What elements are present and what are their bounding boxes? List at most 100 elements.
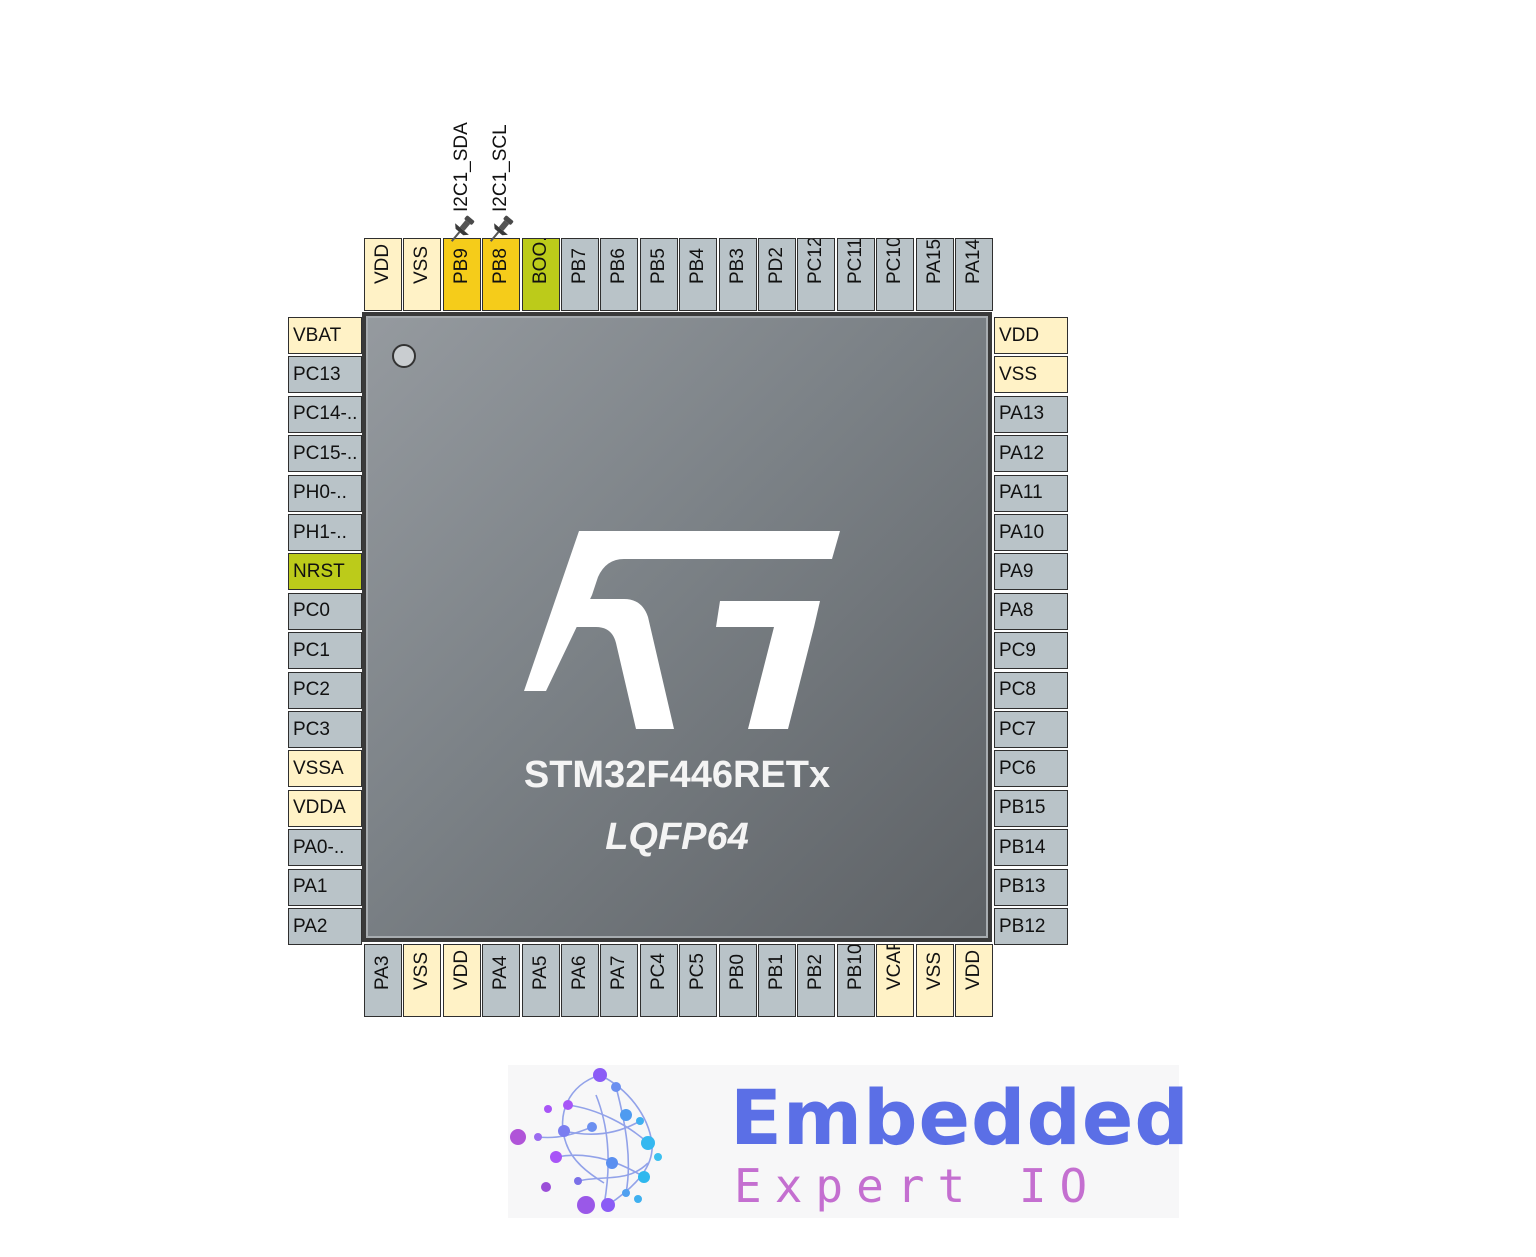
- network-brain-icon: [510, 1068, 662, 1214]
- pin-bottom-pb10[interactable]: PB10: [836, 944, 875, 1017]
- pin-right-vss[interactable]: VSS: [994, 356, 1068, 394]
- pin-bottom-pc5[interactable]: PC5: [679, 944, 718, 1017]
- pin-right-pb13[interactable]: PB13: [994, 868, 1068, 906]
- pin-left-pc15[interactable]: PC15-..: [288, 435, 362, 473]
- pin-bottom-pa6[interactable]: PA6: [561, 944, 599, 1017]
- pin-right-vdd[interactable]: VDD: [994, 317, 1068, 354]
- pin-label: PC4: [647, 953, 669, 990]
- pin-top-pb5[interactable]: PB5: [639, 238, 678, 311]
- pin-right-pa8[interactable]: PA8: [994, 592, 1068, 630]
- pin-bottom-vdd[interactable]: VDD: [442, 944, 481, 1017]
- pin-label: PC0: [293, 600, 330, 622]
- pin-left-ph1[interactable]: PH1-..: [288, 514, 362, 551]
- pin-left-nrst[interactable]: NRST: [288, 553, 362, 591]
- pin-right-pc8[interactable]: PC8: [994, 671, 1068, 709]
- pin-right-pc9[interactable]: PC9: [994, 632, 1068, 670]
- pin-left-vdda[interactable]: VDDA: [288, 789, 362, 827]
- pin-left-pa0[interactable]: PA0-..: [288, 829, 362, 867]
- pin-label: PA14: [963, 238, 984, 284]
- pin-bottom-pa7[interactable]: PA7: [600, 944, 639, 1017]
- pin-top-pa15[interactable]: PA15: [915, 238, 954, 311]
- pin-bottom-pb1[interactable]: PB1: [758, 944, 796, 1017]
- pin-label: BOO..: [529, 238, 551, 284]
- signal-label-i2c1-scl: I2C1_SCL: [490, 124, 512, 212]
- pin-label: PA11: [999, 482, 1043, 504]
- pin-bottom-pa4[interactable]: PA4: [482, 944, 521, 1017]
- pin-label: VBAT: [293, 324, 342, 346]
- pin-right-pb14[interactable]: PB14: [994, 829, 1068, 867]
- pin-right-pc7[interactable]: PC7: [994, 711, 1068, 748]
- pin-label: PB1: [766, 954, 787, 990]
- pin-label: PB15: [999, 797, 1046, 819]
- pin-left-pc0[interactable]: PC0: [288, 592, 362, 630]
- pin-bottom-pb0[interactable]: PB0: [718, 944, 757, 1017]
- pin-label: PB6: [608, 248, 630, 284]
- pin-left-vbat[interactable]: VBAT: [288, 317, 362, 354]
- pin-right-pa9[interactable]: PA9: [994, 553, 1068, 591]
- pin-right-pa12[interactable]: PA12: [994, 435, 1068, 473]
- pin-label: PB3: [726, 248, 748, 284]
- pin-left-pa1[interactable]: PA1: [288, 868, 362, 906]
- pin-right-pc6[interactable]: PC6: [994, 750, 1068, 788]
- pin-top-boo[interactable]: BOO..: [521, 238, 560, 311]
- pin-label: PC14-..: [293, 403, 358, 425]
- pin-right-pa13[interactable]: PA13: [994, 395, 1068, 433]
- pin-bottom-vdd[interactable]: VDD: [955, 944, 993, 1017]
- pin-label: PC15-..: [293, 442, 358, 464]
- pin-right-pb15[interactable]: PB15: [994, 789, 1068, 827]
- pin-top-pc11[interactable]: PC11: [836, 238, 875, 311]
- pin-left-pc3[interactable]: PC3: [288, 711, 362, 748]
- pin-label: PC5: [687, 953, 709, 990]
- pin-label: NRST: [293, 560, 345, 582]
- pin-left-pc14[interactable]: PC14-..: [288, 395, 362, 433]
- pin-label: PA4: [490, 955, 512, 990]
- signal-label-i2c1-sda: I2C1_SDA: [450, 122, 472, 212]
- pin-right-pb12[interactable]: PB12: [994, 908, 1068, 945]
- pin-left-pc13[interactable]: PC13: [288, 356, 362, 394]
- pin-top-pb7[interactable]: PB7: [561, 238, 599, 311]
- pin-label: VDD: [372, 243, 393, 284]
- pin-bottom-pa3[interactable]: PA3: [364, 944, 402, 1017]
- pin-bottom-vss[interactable]: VSS: [915, 944, 954, 1017]
- pin-label: PC8: [999, 679, 1036, 701]
- chip-part-number: STM32F446RETx: [523, 754, 831, 796]
- pin-right-pa11[interactable]: PA11: [994, 474, 1068, 512]
- pin-left-vssa[interactable]: VSSA: [288, 750, 362, 788]
- pin-top-pd2[interactable]: PD2: [758, 238, 796, 311]
- pin-bottom-vss[interactable]: VSS: [403, 944, 442, 1017]
- pin-bottom-pc4[interactable]: PC4: [639, 944, 678, 1017]
- pin-left-pa2[interactable]: PA2: [288, 908, 362, 945]
- pin-label: PA5: [529, 955, 551, 990]
- pin-top-pa14[interactable]: PA14: [955, 238, 993, 311]
- pin-label: PA2: [293, 915, 328, 937]
- pin-bottom-pb2[interactable]: PB2: [797, 944, 836, 1017]
- pushpin-icon[interactable]: [484, 212, 518, 246]
- pin-label: PA10: [999, 521, 1045, 543]
- pin-left-pc1[interactable]: PC1: [288, 632, 362, 670]
- pin-top-vss[interactable]: VSS: [403, 238, 442, 311]
- pin-left-ph0[interactable]: PH0-..: [288, 474, 362, 512]
- pin-top-pb6[interactable]: PB6: [600, 238, 639, 311]
- pin-top-pb9[interactable]: PB9: [442, 238, 481, 311]
- pin-top-pc12[interactable]: PC12: [797, 238, 836, 311]
- pin-label: PB12: [999, 915, 1046, 937]
- pin-label: PC3: [293, 718, 330, 740]
- pin-bottom-vcap[interactable]: VCAP..: [876, 944, 915, 1017]
- pin-label: VDD: [450, 949, 472, 990]
- pin-label: PA13: [999, 403, 1045, 425]
- pin-label: VDDA: [293, 797, 346, 819]
- pin-left-pc2[interactable]: PC2: [288, 671, 362, 709]
- pushpin-icon[interactable]: [445, 212, 479, 246]
- pin-label: PH1-..: [293, 521, 347, 543]
- pin-top-pc10[interactable]: PC10: [876, 238, 915, 311]
- pin-bottom-pa5[interactable]: PA5: [521, 944, 560, 1017]
- pin-label: PB9: [450, 248, 472, 284]
- pin-top-pb8[interactable]: PB8: [482, 238, 521, 311]
- pin-label: PH0-..: [293, 482, 347, 504]
- pin-top-pb4[interactable]: PB4: [679, 238, 718, 311]
- pin-top-vdd[interactable]: VDD: [364, 238, 402, 311]
- pin-label: PC11: [844, 238, 866, 284]
- pin-top-pb3[interactable]: PB3: [718, 238, 757, 311]
- pin-right-pa10[interactable]: PA10: [994, 514, 1068, 551]
- chip-package-name: LQFP64: [605, 816, 749, 858]
